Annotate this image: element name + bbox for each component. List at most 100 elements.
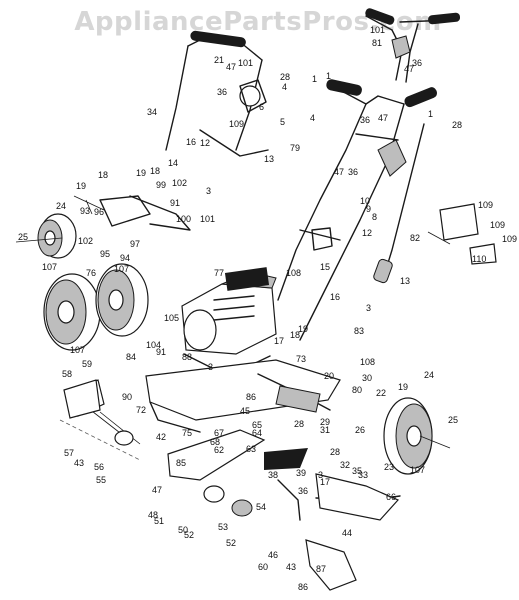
part-callout-32: 32 xyxy=(340,460,350,470)
part-callout-47: 47 xyxy=(404,64,414,74)
part-callout-16: 16 xyxy=(330,292,340,302)
part-callout-42: 42 xyxy=(156,432,166,442)
part-callout-3: 3 xyxy=(206,186,211,196)
side-plate-left xyxy=(59,379,141,461)
part-callout-18: 18 xyxy=(98,170,108,180)
part-callout-18: 18 xyxy=(290,330,300,340)
handle-assembly-main xyxy=(277,79,438,341)
part-callout-76: 76 xyxy=(86,268,96,278)
part-callout-75: 75 xyxy=(182,428,192,438)
part-callout-25: 25 xyxy=(18,232,28,242)
part-callout-28: 28 xyxy=(280,72,290,82)
part-callout-44: 44 xyxy=(342,528,352,538)
frame-deck xyxy=(145,359,341,433)
part-callout-91: 91 xyxy=(156,347,166,357)
part-callout-91: 91 xyxy=(170,198,180,208)
part-callout-43: 43 xyxy=(286,562,296,572)
part-callout-101: 101 xyxy=(200,214,215,224)
part-callout-100: 100 xyxy=(176,214,191,224)
part-callout-3: 3 xyxy=(208,362,213,372)
part-callout-57: 57 xyxy=(64,448,74,458)
part-callout-17: 17 xyxy=(274,336,284,346)
part-callout-19: 19 xyxy=(76,181,86,191)
part-callout-109: 109 xyxy=(229,119,244,129)
part-callout-104: 104 xyxy=(146,340,161,350)
part-callout-16: 16 xyxy=(186,137,196,147)
part-callout-107: 107 xyxy=(410,465,425,475)
part-callout-47: 47 xyxy=(378,113,388,123)
part-callout-107: 107 xyxy=(114,264,129,274)
small-wheel-left xyxy=(15,213,77,259)
part-callout-101: 101 xyxy=(238,58,253,68)
part-callout-59: 59 xyxy=(82,359,92,369)
part-callout-54: 54 xyxy=(256,502,266,512)
part-callout-22: 22 xyxy=(376,388,386,398)
part-callout-29: 29 xyxy=(320,417,330,427)
part-callout-107: 107 xyxy=(42,262,57,272)
part-callout-109: 109 xyxy=(490,220,505,230)
part-callout-30: 30 xyxy=(362,373,372,383)
part-callout-64: 64 xyxy=(252,428,262,438)
part-callout-33: 33 xyxy=(358,470,368,480)
part-callout-36: 36 xyxy=(348,167,358,177)
part-callout-34: 34 xyxy=(147,107,157,117)
part-callout-19: 19 xyxy=(398,382,408,392)
part-callout-24: 24 xyxy=(56,201,66,211)
part-callout-28: 28 xyxy=(330,447,340,457)
part-callout-26: 26 xyxy=(355,425,365,435)
part-callout-94: 94 xyxy=(120,253,130,263)
part-callout-109: 109 xyxy=(478,200,493,210)
part-callout-5: 5 xyxy=(280,117,285,127)
part-callout-13: 13 xyxy=(264,154,274,164)
part-callout-3: 3 xyxy=(366,303,371,313)
part-callout-84: 84 xyxy=(126,352,136,362)
handle-assembly-top-right xyxy=(365,8,461,83)
part-callout-21: 21 xyxy=(214,55,224,65)
part-callout-24: 24 xyxy=(424,370,434,380)
part-callout-1: 1 xyxy=(312,74,317,84)
left-bracket-assembly xyxy=(73,195,191,231)
part-callout-19: 19 xyxy=(136,168,146,178)
part-callout-52: 52 xyxy=(184,530,194,540)
part-callout-68: 68 xyxy=(210,437,220,447)
part-callout-77: 77 xyxy=(214,268,224,278)
part-callout-47: 47 xyxy=(226,62,236,72)
part-callout-87: 87 xyxy=(316,564,326,574)
part-callout-1: 1 xyxy=(428,109,433,119)
part-callout-65: 65 xyxy=(252,420,262,430)
part-callout-108: 108 xyxy=(360,357,375,367)
part-callout-101: 101 xyxy=(370,25,385,35)
part-callout-45: 45 xyxy=(240,406,250,416)
large-wheel-right xyxy=(383,397,451,475)
part-callout-19: 19 xyxy=(298,324,308,334)
part-callout-55: 55 xyxy=(96,475,106,485)
part-callout-43: 43 xyxy=(74,458,84,468)
part-callout-12: 12 xyxy=(362,228,372,238)
part-callout-72: 72 xyxy=(136,405,146,415)
part-callout-86: 86 xyxy=(246,392,256,402)
part-callout-36: 36 xyxy=(217,87,227,97)
part-callout-90: 90 xyxy=(122,392,132,402)
part-callout-31: 31 xyxy=(320,425,330,435)
part-callout-102: 102 xyxy=(78,236,93,246)
part-callout-47: 47 xyxy=(334,167,344,177)
part-callout-48: 48 xyxy=(148,510,158,520)
part-callout-1: 1 xyxy=(326,71,331,81)
part-callout-46: 46 xyxy=(268,550,278,560)
part-callout-58: 58 xyxy=(62,369,72,379)
part-callout-60: 60 xyxy=(258,562,268,572)
bracket-plate-right xyxy=(427,203,497,265)
part-callout-62: 62 xyxy=(214,445,224,455)
part-callout-13: 13 xyxy=(400,276,410,286)
part-callout-9: 9 xyxy=(366,204,371,214)
part-callout-95: 95 xyxy=(100,249,110,259)
part-callout-96: 96 xyxy=(94,207,104,217)
part-callout-53: 53 xyxy=(218,522,228,532)
part-callout-83: 83 xyxy=(354,326,364,336)
part-callout-52: 52 xyxy=(226,538,236,548)
part-callout-97: 97 xyxy=(130,239,140,249)
part-callout-8: 8 xyxy=(372,212,377,222)
part-callout-81: 81 xyxy=(372,38,382,48)
